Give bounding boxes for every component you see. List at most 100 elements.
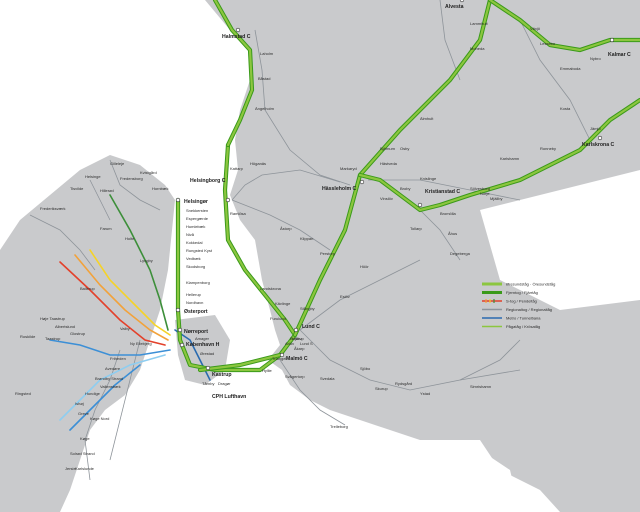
label-triangeln: Triangeln	[272, 356, 289, 361]
stog-line-orange	[74, 254, 169, 341]
label-arlov: Arlöv	[285, 341, 294, 346]
label-degeberga: Degeberga	[450, 251, 471, 256]
label-hjarup: Hjärup	[292, 336, 305, 341]
label-helsinge: Helsinge	[85, 174, 101, 179]
label-friheden: Friheden	[110, 356, 126, 361]
label-skodsborg: Skodsborg	[186, 264, 205, 269]
dot-halmstad[interactable]	[235, 27, 241, 33]
dot-kristianstad[interactable]	[417, 202, 423, 208]
grey-line-kristianstad-ahus	[419, 209, 461, 261]
dot-norreport[interactable]	[177, 327, 183, 333]
label-taastrup: Taastrup	[45, 336, 61, 341]
label-glostrup: Glostrup	[70, 331, 86, 336]
dot-kalmar[interactable]	[609, 37, 615, 43]
dot-alvesta[interactable]	[459, 0, 465, 3]
label-malmo: Malmö C	[286, 356, 308, 362]
label-lessebo: Lessebo	[540, 41, 556, 46]
legend-label: Regionaltog / Regionaltåg	[506, 307, 552, 312]
label-sjobo: Sjöbo	[360, 366, 371, 371]
label-kastrup: Kastrup	[212, 372, 232, 378]
dot-helsingor[interactable]	[175, 197, 181, 203]
label-kattarp: Kattarp	[230, 166, 244, 171]
label-kavlinge2: Furulund	[270, 316, 286, 321]
label-vedbaek: Vedbæk	[186, 256, 201, 261]
dot-lund[interactable]	[293, 327, 299, 333]
green-line-sodra-stambanan	[293, 0, 492, 337]
water-hano-bay	[480, 170, 640, 310]
label-ishoj: Ishøj	[75, 401, 84, 406]
label-fredensborg: Fredensborg	[120, 176, 143, 181]
legend-label: Metro / Tunnelbana	[506, 316, 541, 321]
legend-item: Pågatåg / Krösatåg	[482, 324, 540, 329]
label-alvesta: Alvesta	[445, 4, 464, 10]
legend-item: Fjerntog / Fjärrtåg	[482, 290, 538, 295]
label-brondby: Brøndby Strand	[95, 376, 123, 381]
stog-line-red	[59, 261, 166, 346]
label-svagertorp: Svågertorp	[285, 374, 305, 379]
label-almhult: Älmhult	[420, 116, 434, 121]
label-orestad: Ørestad	[200, 351, 214, 356]
label-solrod: Solrød Strand	[70, 451, 95, 456]
label-burlov: Burlöv	[290, 336, 301, 341]
label-akarp: Åkarp	[294, 346, 305, 351]
grey-line-zealand-south	[84, 349, 121, 481]
label-espergaerde: Espergærde	[186, 216, 209, 221]
label-karlslunde: Karlslunde	[75, 466, 95, 471]
grey-line-hassleholm-east	[368, 179, 521, 201]
grey-line-hillerod	[89, 179, 111, 221]
label-norreport: Nørreport	[184, 329, 208, 335]
dot-hassleholm[interactable]	[359, 179, 365, 185]
dot-helsingborg[interactable]	[225, 197, 231, 203]
green-line-oresund-west	[176, 198, 282, 372]
label-koge: Køge	[80, 436, 90, 441]
dot-kobenhavn[interactable]	[179, 342, 185, 348]
label-nordhavn: Nordhavn	[186, 300, 203, 305]
dot-kastrup[interactable]	[205, 365, 211, 371]
grey-line-zealand-north	[109, 159, 161, 211]
grey-line-malmo-trelleborg	[279, 359, 346, 426]
land-sweden	[205, 0, 640, 512]
station-dots	[175, 0, 615, 371]
stog-line-yellow	[89, 249, 171, 336]
secondary-lines	[29, 0, 591, 481]
dot-malmo[interactable]	[279, 352, 285, 358]
label-mjallby: Mjällby	[490, 196, 502, 201]
label-emmaboda: Emmaboda	[560, 66, 581, 71]
grey-line-simrishamn	[459, 339, 521, 381]
label-hoor: Höör	[360, 264, 369, 269]
label-norje: Norje	[480, 191, 490, 196]
legend-item: Regionaltog / Regionaltåg	[482, 307, 552, 312]
grey-line-halmstad-markaryd	[254, 29, 351, 186]
label-osterport: Østerport	[184, 309, 208, 315]
dot-osterport[interactable]	[175, 307, 181, 313]
label-ystad: Ystad	[420, 391, 430, 396]
label-halmstad: Halmstad C	[222, 34, 251, 40]
green-line-west-coast	[213, 0, 254, 147]
grey-line-helsingborg-hoganas	[231, 169, 341, 201]
label-lyngby: Lyngby	[140, 258, 153, 263]
grey-line-lund-eslov	[299, 259, 421, 331]
label-klampenborg: Klampenborg	[186, 280, 210, 285]
grey-line-helsingborg-astorp	[231, 199, 331, 251]
oresund-lines	[175, 0, 640, 373]
label-kvistgaard: Kvistgård	[140, 170, 157, 175]
legend-label: Pågatåg / Krösatåg	[506, 324, 540, 329]
label-kalmar: Kalmar C	[608, 52, 631, 58]
green-line-airport	[198, 353, 282, 372]
grey-line-lund-ystad	[299, 329, 521, 391]
label-moheda: Moheda	[470, 46, 485, 51]
label-vinslov: Vinslöv	[380, 196, 393, 201]
label-hassleholm: Hässleholm C	[322, 186, 357, 192]
dot-karlskrona[interactable]	[597, 135, 603, 141]
label-greve: Greve	[78, 411, 90, 416]
label-karlshamn: Karlshamn	[500, 156, 519, 161]
water-features	[175, 170, 640, 512]
label-perstorp: Perstorp	[320, 251, 336, 256]
label-helsingor: Helsingør	[184, 199, 208, 205]
label-ringsted: Ringsted	[15, 391, 31, 396]
label-kristianstad: Kristianstad C	[425, 189, 460, 195]
label-ahus: Åhus	[448, 231, 457, 236]
label-svedala: Svedala	[320, 376, 335, 381]
